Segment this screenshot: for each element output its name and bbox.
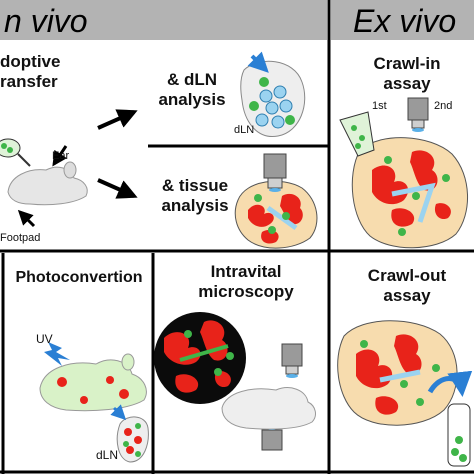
mouse-adoptive <box>7 161 88 206</box>
label-first: 1st <box>372 100 387 112</box>
mouse-intravital <box>221 387 316 430</box>
crawl-in-tube <box>339 111 375 157</box>
microscope-objective-crawl-in <box>407 97 429 132</box>
label-uv: UV <box>36 332 53 346</box>
crawl-in-line1: Crawl-in <box>373 54 441 73</box>
intravital-title: Intravital microscopy <box>176 262 316 302</box>
dln-arrow <box>247 51 269 73</box>
tissue-analysis-sample <box>234 180 318 249</box>
in-vivo-header: n vivo <box>0 0 327 40</box>
label-dln: dLN <box>234 124 255 136</box>
adoptive-transfer-title: doptive ransfer <box>0 52 60 92</box>
adoptive-transfer-line2: ransfer <box>0 72 58 91</box>
intravital-line2: microscopy <box>198 282 294 301</box>
uv-lightning-icon <box>44 342 70 366</box>
crawl-in-line2: assay <box>383 74 431 93</box>
tissue-analysis-line2: analysis <box>161 196 229 215</box>
dln-node <box>240 60 306 137</box>
arrow-to-dln <box>97 109 138 130</box>
intravital-line1: Intravital <box>210 262 282 281</box>
crawl-out-tube <box>447 403 471 467</box>
tissue-analysis-line1: & tissue <box>161 176 229 195</box>
intravital-view <box>154 312 246 404</box>
tissue-analysis-title: & tissue analysis <box>152 176 238 216</box>
label-footpad: Footpad <box>0 232 41 244</box>
arrow-to-footpad <box>17 209 36 228</box>
ex-vivo-header: Ex vivo <box>331 0 474 40</box>
dln-analysis-line1: & dLN <box>166 70 218 89</box>
dln-analysis-title: & dLN analysis <box>152 70 232 110</box>
label-photoconversion-dln: dLN <box>96 448 119 462</box>
photoconversion-title: Photoconvertion <box>15 269 143 286</box>
crawl-out-tissue <box>337 320 458 426</box>
crawl-in-title: Crawl-in assay <box>340 54 474 94</box>
crawl-in-tissue <box>351 137 468 249</box>
ex-vivo-title: Ex vivo <box>353 3 457 39</box>
label-second: 2nd <box>434 100 453 112</box>
label-ear: Ear <box>52 150 70 162</box>
dln-analysis-line2: analysis <box>158 90 226 109</box>
crawl-out-line1: Crawl-out <box>367 266 447 285</box>
crawl-out-arrow <box>427 370 473 397</box>
crawl-out-line2: assay <box>383 286 431 305</box>
mouse-photoconversion <box>39 353 147 412</box>
photoconversion-dln <box>116 416 149 463</box>
adoptive-transfer-line1: doptive <box>0 52 61 71</box>
arrow-to-tissue <box>97 178 138 199</box>
syringe-adoptive <box>0 138 31 167</box>
crawl-out-title: Crawl-out assay <box>340 266 474 306</box>
photoconversion-arrow <box>110 404 127 421</box>
arrow-to-ear <box>52 145 68 167</box>
in-vivo-title: n vivo <box>4 3 88 39</box>
microscope-objective-tissue <box>263 153 287 192</box>
